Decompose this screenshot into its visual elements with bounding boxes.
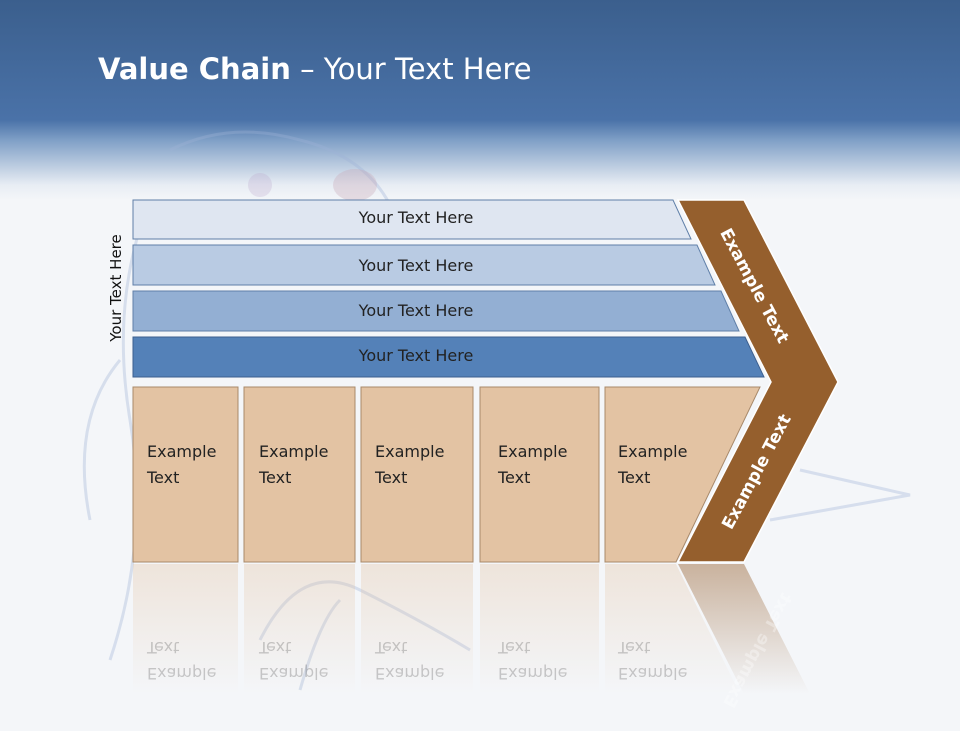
- band-3[interactable]: [132, 290, 740, 332]
- header-banner: [0, 0, 960, 200]
- chevron-arrow[interactable]: [676, 199, 839, 563]
- band-1-label: Your Text Here: [358, 208, 474, 227]
- cell-2[interactable]: [243, 386, 356, 563]
- cell-3[interactable]: [360, 386, 474, 563]
- cell-2-reflection: [244, 564, 355, 694]
- band-4-label: Your Text Here: [358, 346, 474, 365]
- cell-3-reflection: [361, 564, 473, 694]
- cell-4-reflection: [480, 564, 599, 694]
- cell-1[interactable]: [132, 386, 239, 563]
- band-3-label: Your Text Here: [358, 301, 474, 320]
- band-1[interactable]: [132, 199, 692, 240]
- cell-4[interactable]: [479, 386, 600, 563]
- band-2[interactable]: [132, 244, 716, 286]
- chevron-reflection: [678, 564, 810, 694]
- cell-5-reflection: [605, 564, 740, 694]
- slide-title: Value Chain – Your Text Here: [98, 52, 532, 86]
- cell-5[interactable]: [604, 386, 761, 563]
- band-4[interactable]: [132, 336, 765, 378]
- cell-1-reflection: [133, 564, 238, 694]
- band-2-label: Your Text Here: [358, 256, 474, 275]
